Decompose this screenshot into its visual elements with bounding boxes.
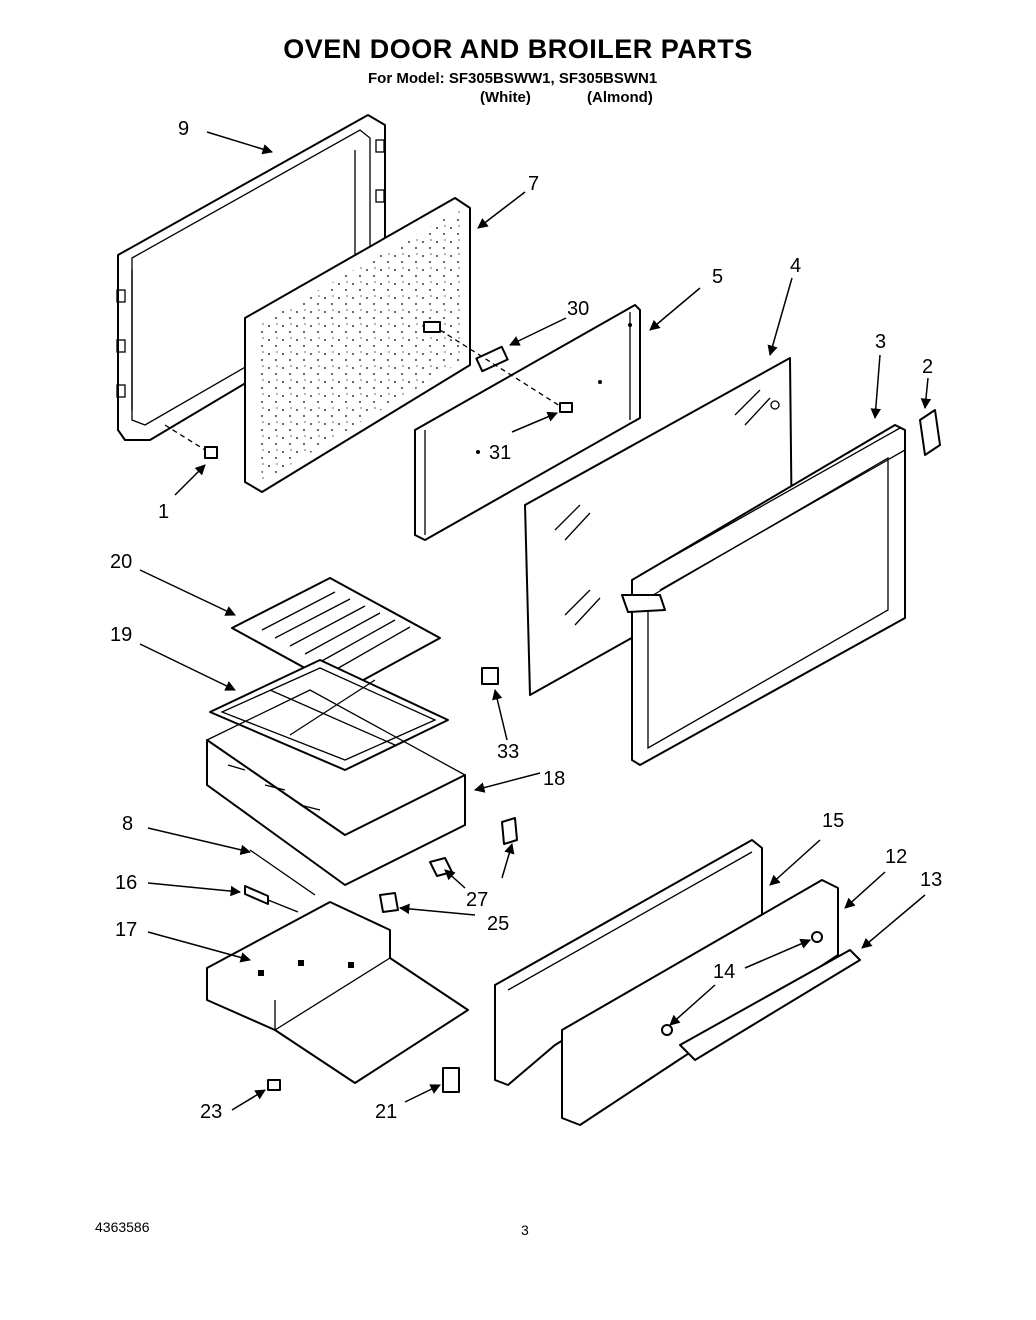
part-small-hardware: [267, 667, 518, 1093]
callout-33: 33: [497, 741, 519, 763]
part-handle-spacers: [661, 931, 823, 1036]
callout-31: 31: [489, 442, 511, 464]
part-insulation-pad: [244, 197, 471, 493]
callout-27: 27: [466, 889, 488, 911]
part-wire-and-spring: [244, 849, 316, 913]
callout-20: 20: [110, 551, 132, 573]
callout-18: 18: [543, 768, 565, 790]
part-door-liner-frame: [631, 424, 906, 766]
callout-4: 4: [790, 255, 801, 277]
callout-21: 21: [375, 1101, 397, 1123]
callout-9: 9: [178, 118, 189, 140]
leader-lines: [139, 131, 932, 1111]
document-number: 4363586: [95, 1219, 150, 1235]
callout-7: 7: [528, 173, 539, 195]
callout-30: 30: [567, 298, 589, 320]
callout-16: 16: [115, 872, 137, 894]
page-title: OVEN DOOR AND BROILER PARTS: [283, 34, 753, 64]
callout-25: 25: [487, 913, 509, 935]
callout-13: 13: [920, 869, 942, 891]
part-screws-and-brackets: [164, 321, 573, 459]
part-drawer-front: [561, 879, 839, 1126]
callout-14: 14: [713, 961, 735, 983]
page-number: 3: [521, 1222, 529, 1238]
part-broiler-pan-insert: [209, 659, 449, 771]
part-broiler-pan: [206, 689, 466, 886]
variant-white: (White): [480, 89, 531, 106]
callout-15: 15: [822, 810, 844, 832]
callout-8: 8: [122, 813, 133, 835]
callout-19: 19: [110, 624, 132, 646]
callout-12: 12: [885, 846, 907, 868]
callout-labels: 9 7 5 4 3 2 30 31 1 20 19 18 8 16 17 33 …: [110, 118, 942, 1123]
part-drawer-handle: [679, 949, 861, 1061]
variant-almond: (Almond): [587, 89, 653, 106]
part-hinge-bracket: [621, 409, 941, 613]
part-broiler-drawer-base: [206, 901, 469, 1084]
callout-1: 1: [158, 501, 169, 523]
callout-5: 5: [712, 266, 723, 288]
part-inner-door-panel: [414, 304, 641, 541]
callout-2: 2: [922, 356, 933, 378]
callout-23: 23: [200, 1101, 222, 1123]
callout-17: 17: [115, 919, 137, 941]
callout-3: 3: [875, 331, 886, 353]
model-line: For Model: SF305BSWW1, SF305BSWN1: [368, 70, 658, 87]
